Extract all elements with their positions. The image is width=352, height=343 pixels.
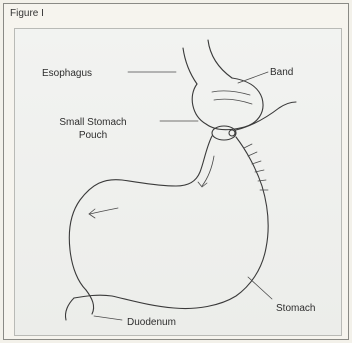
stomach-rugae (244, 144, 252, 148)
flow-arrow (90, 208, 118, 214)
duodenum-leader (94, 316, 122, 320)
band-label: Band (270, 67, 293, 78)
esophagus-outline (183, 48, 197, 84)
stomach-label: Stomach (276, 303, 315, 314)
stomach-rugae (248, 152, 257, 156)
flow-arrow-head (198, 182, 207, 187)
stomach-leader (248, 277, 272, 299)
small-pouch-outline (192, 78, 263, 130)
duodenum-outline (65, 298, 74, 320)
band-tube (236, 102, 296, 130)
stomach-rugae (258, 180, 266, 181)
small-pouch-label: Pouch (79, 130, 107, 141)
stomach-outer-curve (74, 137, 268, 309)
pouch-shading (212, 91, 250, 95)
stomach-rugae (252, 161, 261, 164)
stomach-inner-curve (86, 290, 94, 314)
esophagus-outline (208, 40, 232, 78)
gastric-band (212, 126, 236, 140)
band-leader (238, 72, 268, 83)
duodenum-label: Duodenum (127, 317, 176, 328)
small-pouch-label: Small Stomach (59, 117, 126, 128)
band-port (229, 130, 235, 136)
pouch-shading (214, 99, 252, 104)
esophagus-label: Esophagus (42, 68, 92, 79)
